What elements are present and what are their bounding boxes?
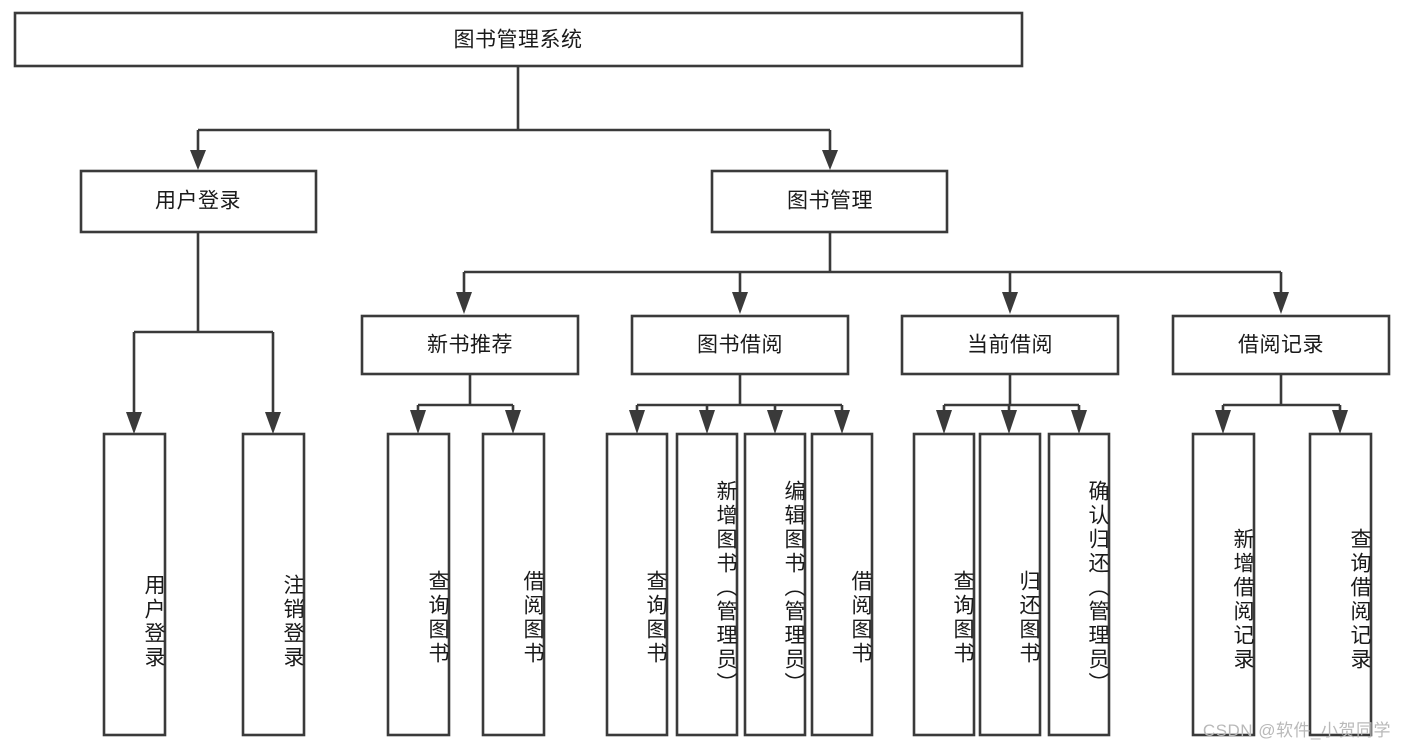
arrow-head-br-leaf1: [1215, 410, 1231, 434]
node-label-book-management: 图书管理: [787, 190, 873, 213]
arrow-head-bb-leaf3: [767, 410, 783, 434]
connector-group-borrow-record: [1215, 374, 1348, 434]
arrow-head-nb-leaf1: [410, 410, 426, 434]
node-user-login[interactable]: 用户登录: [79, 169, 318, 234]
node-box-leaf-bb-borrow-book[interactable]: [810, 432, 874, 737]
arrow-head-user-login: [190, 150, 206, 170]
node-box-leaf-logout[interactable]: [241, 432, 306, 737]
node-label-new-book-recommend: 新书推荐: [427, 334, 513, 357]
node-book-borrow[interactable]: 图书借阅: [630, 314, 850, 376]
node-box-leaf-br-add-record[interactable]: [1191, 432, 1256, 737]
arrow-head-bb-leaf4: [834, 410, 850, 434]
arrow-head-borrow-record: [1273, 292, 1289, 314]
arrow-head-new-book: [456, 292, 472, 314]
arrow-head-nb-leaf2: [505, 410, 521, 434]
connector-group-current-borrow: [936, 374, 1087, 434]
node-current-borrow[interactable]: 当前借阅: [900, 314, 1120, 376]
node-new-book-recommend[interactable]: 新书推荐: [360, 314, 580, 376]
node-box-book-borrow: [630, 314, 850, 376]
arrow-head-bb-leaf1: [629, 410, 645, 434]
node-label-user-login: 用户登录: [155, 190, 241, 213]
node-book-management[interactable]: 图书管理: [710, 169, 949, 234]
connector-group-book-manage: [456, 232, 1289, 314]
node-box-leaf-user-login[interactable]: [102, 432, 167, 737]
node-box-leaf-cb-confirm-return[interactable]: [1047, 432, 1111, 737]
node-box-leaf-cb-query-book[interactable]: [912, 432, 976, 737]
arrow-head-cb-leaf3: [1071, 410, 1087, 434]
node-book-management-system[interactable]: 图书管理系统: [13, 11, 1024, 68]
node-label-borrow-record: 借阅记录: [1238, 334, 1324, 357]
connector-group-user-login: [126, 232, 281, 434]
connector-group-book-borrow: [629, 374, 850, 434]
node-box-leaf-bb-add-book[interactable]: [675, 432, 739, 737]
arrow-head-leaf-logout: [265, 412, 281, 434]
connector-group-root: [190, 66, 838, 170]
arrow-head-book-manage: [822, 150, 838, 170]
node-box-borrow-record: [1171, 314, 1391, 376]
arrow-head-current-borrow: [1002, 292, 1018, 314]
node-box-new-book-recommend: [360, 314, 580, 376]
node-box-book-management: [710, 169, 949, 234]
arrow-head-br-leaf2: [1332, 410, 1348, 434]
node-box-leaf-bb-query-book[interactable]: [605, 432, 669, 737]
node-borrow-record[interactable]: 借阅记录: [1171, 314, 1391, 376]
node-box-current-borrow: [900, 314, 1120, 376]
arrow-head-bb-leaf2: [699, 410, 715, 434]
node-box-root: [13, 11, 1024, 68]
node-box-leaf-nb-query-book[interactable]: [386, 432, 451, 737]
node-box-leaf-cb-return-book[interactable]: [978, 432, 1042, 737]
arrow-head-book-borrow: [732, 292, 748, 314]
arrow-head-cb-leaf1: [936, 410, 952, 434]
node-label-current-borrow: 当前借阅: [967, 334, 1053, 357]
node-label-root: 图书管理系统: [454, 29, 583, 52]
node-box-leaf-bb-edit-book[interactable]: [743, 432, 807, 737]
node-box-leaf-br-query-record[interactable]: [1308, 432, 1373, 737]
node-label-book-borrow: 图书借阅: [697, 334, 783, 357]
node-box-leaf-nb-borrow-book[interactable]: [481, 432, 546, 737]
arrow-head-cb-leaf2: [1001, 410, 1017, 434]
arrow-head-leaf-user-login: [126, 412, 142, 434]
node-box-user-login: [79, 169, 318, 234]
csdn-watermark: CSDN @软件_小贺同学: [1202, 721, 1391, 740]
connector-group-new-book: [410, 374, 521, 434]
